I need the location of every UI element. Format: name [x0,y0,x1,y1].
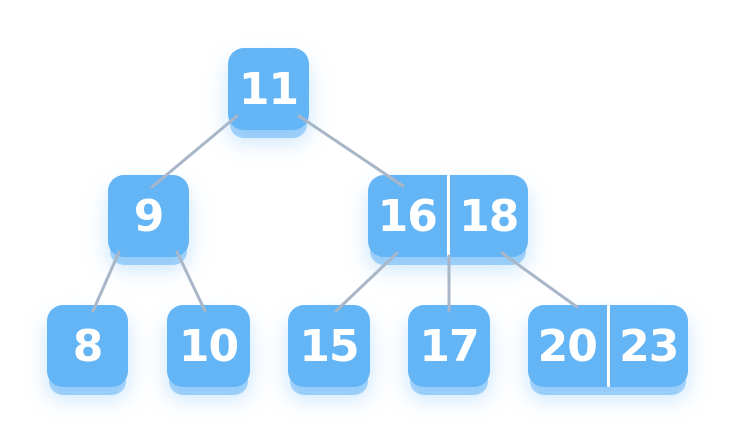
tree-node-11: 11 [228,48,309,130]
node-key: 17 [419,320,479,372]
edge-16-18-15 [334,251,399,313]
node-key: 16 [377,190,438,242]
key-divider [446,175,450,257]
node-key: 8 [72,320,104,372]
tree-node-20-23: 20 23 [528,305,688,387]
node-key: 20 [537,320,598,372]
node-key: 11 [238,63,299,115]
edge-16-18-20-23 [500,251,579,309]
tree-node-17: 17 [408,305,490,387]
tree-node-9: 9 [108,175,189,257]
tree-node-15: 15 [288,305,370,387]
node-key: 23 [619,320,679,372]
key-divider [606,305,610,387]
node-key: 10 [178,320,239,372]
node-key: 18 [459,190,519,242]
tree-node-8: 8 [47,305,128,387]
node-key: 9 [133,190,165,242]
edge-9-8 [91,250,121,313]
edge-9-10 [175,250,207,313]
tree-node-16-18: 16 18 [368,175,528,257]
node-key: 15 [299,320,359,372]
tree-node-10: 10 [167,305,250,387]
